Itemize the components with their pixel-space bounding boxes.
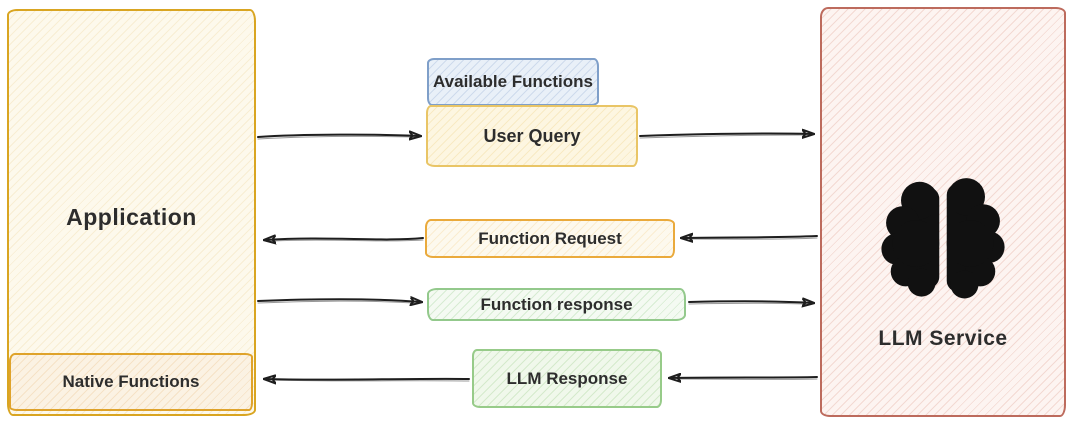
arrow-llm-service-to-llm-response [670,377,818,379]
available-functions-label: Available Functions [433,72,593,91]
native-functions-node: Native Functions [9,353,253,411]
arrow-llm-service-to-function-request [682,236,818,239]
native-functions-label: Native Functions [62,372,200,391]
application-label: Application [66,204,197,230]
arrow-function-request-to-application [265,238,424,241]
available-functions-node: Available Functions [427,58,599,106]
llm-service-node: LLM Service [820,7,1066,417]
user-query-node: User Query [426,105,638,167]
arrow-application-to-function-response [257,299,421,303]
function-request-node: Function Request [425,219,675,258]
function-response-label: Function response [480,294,633,314]
application-node: Application Native Functions [7,9,256,416]
user-query-label: User Query [483,125,581,146]
brain-icon [876,165,1010,305]
llm-response-node: LLM Response [472,349,662,408]
arrow-user-query-to-llm-service [639,134,813,138]
arrow-function-response-to-llm-service [688,301,813,304]
arrow-application-to-user-query [257,135,420,139]
function-response-node: Function response [427,288,686,321]
llm-service-label: LLM Service [878,327,1008,350]
function-request-label: Function Request [478,228,622,248]
llm-response-label: LLM Response [506,368,628,388]
arrow-llm-response-to-native-functions [265,379,470,381]
